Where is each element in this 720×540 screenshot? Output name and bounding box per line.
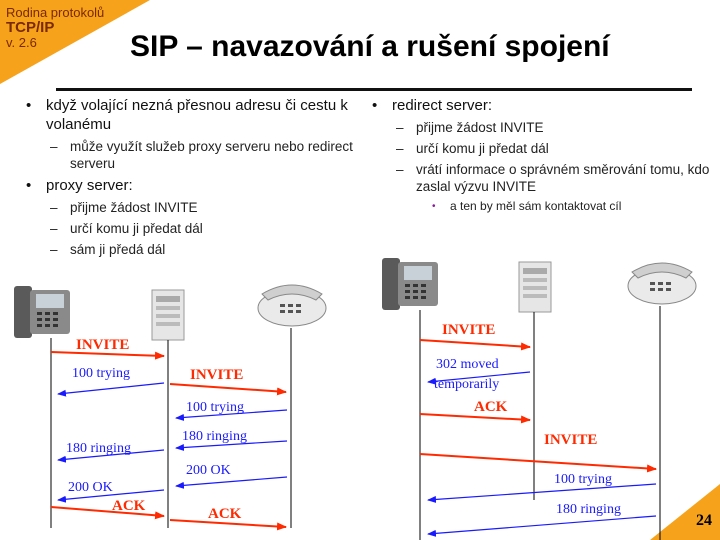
msg-invite-forward-arrow [169,383,287,396]
msg-100-trying-arrow [57,382,165,397]
sub-bullet-redirect-return: vrátí informace o správném směrování tom… [370,161,710,195]
msg-ack-forward-label: ACK [208,506,242,522]
r-msg-302-label-line2: temporarily [434,377,499,392]
redirect-callee-phone-icon [627,262,697,305]
page-number: 24 [696,512,712,529]
proxy-server-icon [151,289,185,341]
bullet-proxy-server: proxy server: [24,176,354,195]
sub-bullet-proxy-forward: sám ji předá dál [24,241,354,258]
msg-180-ringing-callee-label: 180 ringing [182,429,247,444]
bullet-caller-unknown: když volající nezná přesnou adresu či ce… [24,96,354,134]
caller-phone-icon [14,286,70,338]
r-msg-302-label-line1: 302 moved [436,357,499,372]
corner-decoration-top [0,0,150,84]
msg-180-ringing-arrow [57,449,165,463]
msg-200-ok-arrow [57,489,165,503]
course-label: Rodina protokolů TCP/IP v. 2.6 [6,6,104,50]
sub-bullet-proxy-accept: přijme žádost INVITE [24,199,354,216]
msg-200-ok-callee-label: 200 OK [186,463,231,478]
r-msg-100-trying-label: 100 trying [554,472,612,487]
sub-bullet-use-servers: může využít služeb proxy serveru nebo re… [24,138,354,172]
msg-200-ok-label: 200 OK [68,480,113,495]
r-msg-302-arrow [427,371,531,385]
r-msg-ack-arrow [419,413,531,424]
msg-invite-label: INVITE [76,337,129,353]
r-msg-ack-label: ACK [474,399,508,415]
course-line-2: TCP/IP [6,19,55,36]
sub-sub-bullet-contact-target: a ten by měl sám kontaktovat cíl [370,199,710,214]
msg-ack-forward-arrow [169,519,287,531]
r-msg-180-ringing-label: 180 ringing [556,502,621,517]
sub-bullet-redirect-decide: určí komu ji předat dál [370,140,710,157]
bullet-redirect-server: redirect server: [370,96,710,115]
msg-200-ok-callee-arrow [175,476,288,489]
msg-180-ringing-callee-arrow [175,440,288,451]
course-line-1: Rodina protokolů [6,5,105,20]
msg-ack-label: ACK [112,498,146,514]
left-bullet-list: když volající nezná přesnou adresu či ce… [24,96,354,262]
sub-bullet-redirect-accept: přijme žádost INVITE [370,119,710,136]
title-divider [56,88,692,91]
r-msg-invite-direct-arrow [419,453,657,473]
corner-decoration-bottom [650,484,720,540]
msg-invite-forward-label: INVITE [190,367,243,383]
course-line-3: v. 2.6 [6,35,37,50]
r-msg-100-trying-arrow [427,483,657,503]
msg-ack-arrow [50,506,165,520]
r-msg-invite-direct-label: INVITE [544,432,597,448]
msg-100-trying-callee-arrow [175,409,288,421]
redirect-server-icon [518,261,552,313]
msg-invite-arrow [50,351,165,360]
msg-100-trying-callee-label: 100 trying [186,400,244,415]
slide-title: SIP – navazování a rušení spojení [130,30,610,63]
callee-phone-icon [257,284,327,327]
r-msg-invite-label: INVITE [442,322,495,338]
right-bullet-list: redirect server: přijme žádost INVITE ur… [370,96,710,216]
msg-100-trying-label: 100 trying [72,366,130,381]
r-msg-180-ringing-arrow [427,515,657,537]
redirect-caller-phone-icon [382,258,438,310]
msg-180-ringing-label: 180 ringing [66,441,131,456]
sub-bullet-proxy-decide: určí komu ji předat dál [24,220,354,237]
r-msg-invite-arrow [419,339,531,351]
